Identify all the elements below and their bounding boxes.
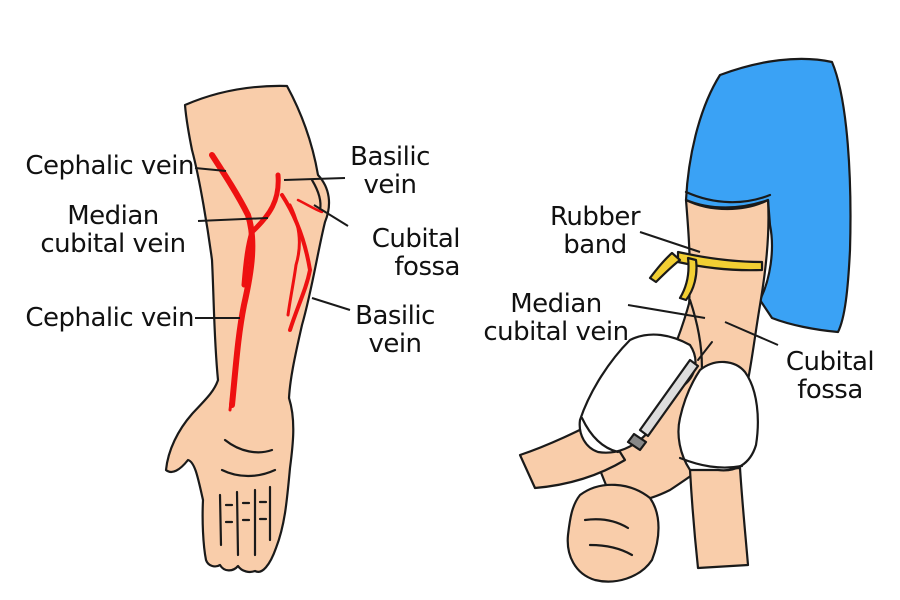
label-cephalic-vein-upper: Cephalic vein <box>25 151 194 181</box>
glove-left-cuff <box>580 416 620 454</box>
rubber-band-tail <box>648 251 698 302</box>
label-line: vein <box>368 329 422 359</box>
right-arm-figure <box>518 57 852 583</box>
pointer-cubital-fossa-right <box>724 321 779 346</box>
palm-line <box>223 438 274 454</box>
pointer-median-cubital <box>197 217 269 222</box>
label-line: vein <box>363 170 417 200</box>
sleeve-fold <box>684 190 772 204</box>
label-cephalic-vein-lower: Cephalic vein <box>25 303 194 333</box>
pointer-cubital-fossa <box>313 204 349 227</box>
label-line: Basilic <box>350 142 430 172</box>
vein-branch <box>296 198 324 214</box>
cephalic-vein-branch <box>228 318 242 412</box>
label-line: Median <box>510 289 602 319</box>
label-line: cubital vein <box>483 317 629 347</box>
pointer-rubber-band <box>639 231 701 253</box>
median-cubital-vein-path <box>241 172 281 288</box>
fist <box>566 483 660 583</box>
label-basilic-vein-upper: Basilic vein <box>345 143 435 199</box>
label-line: Cubital <box>371 224 461 254</box>
label-rubber-band: Rubber band <box>545 203 645 259</box>
pointer-median-cubital-right <box>627 304 706 319</box>
label-median-cubital-vein: Median cubital vein <box>28 202 198 258</box>
label-line: Basilic <box>355 301 435 331</box>
knuckle-mark <box>224 500 268 524</box>
glove-right-cuff <box>678 456 744 469</box>
left-arm-veins <box>209 152 324 412</box>
pointer-basilic-upper <box>283 177 346 181</box>
label-cubital-fossa-left: Cubital fossa <box>350 224 461 282</box>
pointer-basilic-lower <box>311 297 351 311</box>
syringe <box>626 341 713 452</box>
fist-knuckle <box>583 518 634 557</box>
elbow-crease <box>310 178 322 212</box>
right-pointer-lines <box>627 231 779 346</box>
label-line: Rubber <box>549 202 641 232</box>
pointer-cephalic-upper <box>194 167 227 172</box>
label-line: cubital vein <box>40 229 186 259</box>
label-line: band <box>563 230 627 260</box>
label-line: Cubital <box>785 347 875 377</box>
left-pointer-lines <box>194 167 351 319</box>
label-cubital-fossa-right: Cubital fossa <box>780 348 880 404</box>
finger-line <box>218 493 223 547</box>
label-line: fossa <box>797 375 863 405</box>
label-basilic-vein-lower: Basilic vein <box>350 302 440 358</box>
wrist-line <box>220 468 277 478</box>
vein-branch <box>286 203 301 317</box>
label-line: fossa <box>394 252 460 282</box>
label-line: Median <box>67 201 159 231</box>
label-median-cubital-vein-right: Median cubital vein <box>476 290 636 346</box>
finger-line <box>235 490 240 557</box>
phlebotomist-arm-right <box>688 466 750 570</box>
